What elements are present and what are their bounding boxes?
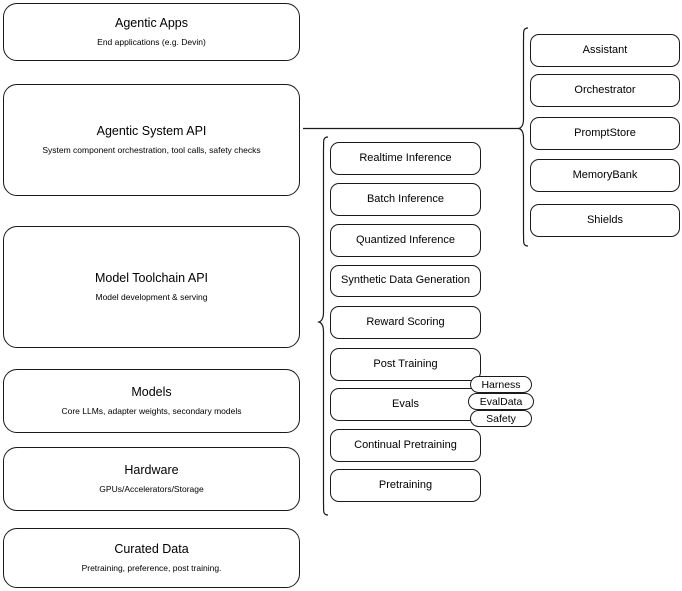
pill-label: Harness [481,378,521,391]
item-shields[interactable]: Shields [530,204,680,237]
layer-title: Curated Data [114,542,189,557]
item-label: PromptStore [574,126,636,139]
item-label: Pretraining [378,478,433,491]
layer-models[interactable]: Models Core LLMs, adapter weights, secon… [3,369,300,433]
item-label: MemoryBank [572,168,638,181]
item-label: Continual Pretraining [354,438,457,451]
pill-label: Safety [486,412,516,425]
item-memorybank[interactable]: MemoryBank [530,159,680,192]
layer-title: Agentic Apps [115,16,188,31]
pill-harness[interactable]: Harness [470,376,532,393]
item-promptstore[interactable]: PromptStore [530,117,680,150]
item-reward-scoring[interactable]: Reward Scoring [330,306,481,339]
item-realtime-inference[interactable]: Realtime Inference [330,142,481,175]
layer-subtitle: GPUs/Accelerators/Storage [99,484,204,494]
item-evals[interactable]: Evals [330,388,481,421]
item-label: Synthetic Data Generation [340,274,471,287]
item-label: Evals [392,397,419,410]
model-toolchain-brace [317,136,329,516]
item-label: Shields [586,213,624,226]
item-label: Orchestrator [574,83,636,96]
agentic-system-brace [517,27,529,247]
item-label: Quantized Inference [355,233,456,246]
pill-label: EvalData [479,395,523,408]
layer-title: Agentic System API [96,124,207,139]
pill-evaldata[interactable]: EvalData [468,393,534,410]
item-pretraining[interactable]: Pretraining [330,469,481,502]
layer-model-toolchain-api[interactable]: Model Toolchain API Model development & … [3,226,300,348]
item-assistant[interactable]: Assistant [530,34,680,67]
item-label: Assistant [582,43,628,56]
layer-title: Models [131,385,172,400]
item-label: Reward Scoring [366,315,445,328]
item-label: Post Training [373,357,438,370]
pill-safety[interactable]: Safety [470,410,532,427]
layer-hardware[interactable]: Hardware GPUs/Accelerators/Storage [3,447,300,511]
item-synthetic-data-generation[interactable]: Synthetic Data Generation [330,265,481,297]
item-continual-pretraining[interactable]: Continual Pretraining [330,429,481,462]
layer-subtitle: Core LLMs, adapter weights, secondary mo… [61,406,242,416]
layer-agentic-apps[interactable]: Agentic Apps End applications (e.g. Devi… [3,3,300,61]
item-orchestrator[interactable]: Orchestrator [530,74,680,107]
item-label: Realtime Inference [359,151,452,164]
layer-title: Model Toolchain API [94,271,209,286]
layer-subtitle: End applications (e.g. Devin) [97,37,206,47]
layer-agentic-system-api[interactable]: Agentic System API System component orch… [3,84,300,196]
layer-curated-data[interactable]: Curated Data Pretraining, preference, po… [3,528,300,588]
item-post-training[interactable]: Post Training [330,348,481,381]
layer-subtitle: Pretraining, preference, post training. [81,563,222,573]
layer-title: Hardware [124,463,179,478]
item-quantized-inference[interactable]: Quantized Inference [330,224,481,257]
layer-subtitle: Model development & serving [95,292,208,302]
item-label: Batch Inference [366,192,445,205]
item-batch-inference[interactable]: Batch Inference [330,183,481,216]
layer-subtitle: System component orchestration, tool cal… [42,145,261,155]
